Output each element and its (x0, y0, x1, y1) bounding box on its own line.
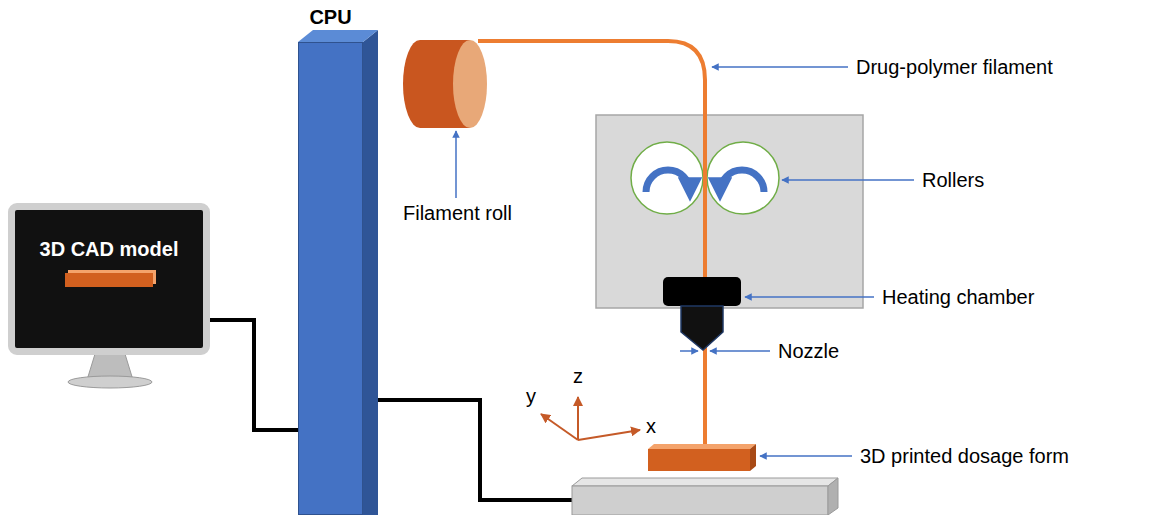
filament (478, 41, 705, 446)
part-label: Drug-polymer filament (856, 55, 1053, 79)
model-bar (65, 273, 153, 287)
axis-label: z (573, 364, 583, 388)
cpu-label: CPU (309, 6, 351, 29)
rollers (631, 140, 779, 216)
axes (541, 397, 640, 440)
part-label: Rollers (922, 168, 984, 192)
filament-roll (403, 40, 487, 128)
monitor-stand (68, 354, 152, 388)
monitor-label: 3D CAD model (40, 238, 179, 261)
build-plate (572, 478, 838, 515)
axis-label: x (646, 414, 656, 438)
printer-panel (596, 115, 863, 308)
cpu-tower: CPU (298, 42, 363, 515)
leader-arrows (456, 67, 914, 456)
cpu-tower-faces (298, 30, 378, 515)
heating-chamber (663, 277, 741, 350)
axis-label: y (526, 384, 536, 408)
dosage-form (648, 444, 756, 471)
part-label: Heating chamber (882, 285, 1034, 309)
monitor-screen: 3D CAD model (8, 203, 210, 355)
part-label: Nozzle (778, 339, 839, 363)
part-label: Filament roll (403, 201, 512, 225)
cable (210, 320, 298, 430)
part-label: 3D printed dosage form (860, 444, 1069, 468)
